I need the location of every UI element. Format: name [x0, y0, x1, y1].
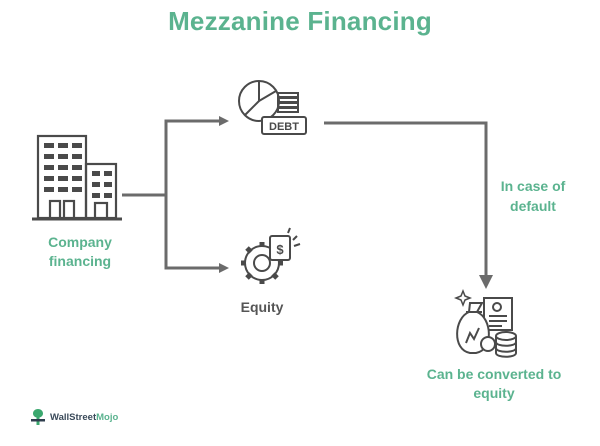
brand-name-part2: Mojo: [96, 411, 119, 423]
office-building-icon: [32, 134, 122, 221]
debt-badge: DEBT: [269, 121, 299, 133]
wallstreetmojo-logo-icon: [31, 409, 45, 425]
arrow-to-debt: [164, 116, 229, 195]
converted-label-line2: equity: [473, 385, 515, 401]
edge-label-line2: default: [510, 198, 556, 214]
connector-lines: [122, 116, 493, 289]
arrow-to-equity: [164, 195, 229, 273]
page-title: Mezzanine Financing: [168, 6, 432, 36]
dollar-sign-icon: $: [276, 242, 284, 257]
equity-label: Equity: [240, 299, 284, 315]
money-bag-document-icon: [453, 288, 517, 358]
edge-label-line1: In case of: [501, 178, 566, 194]
arrow-debt-to-equity-conversion: [324, 121, 493, 289]
converted-label: Can be converted to equity: [408, 365, 580, 403]
company-financing-label: Company financing: [10, 233, 150, 271]
brand-name-part1: WallStreet: [50, 411, 97, 423]
company-label-line2: financing: [48, 253, 112, 269]
debt-chart-icon: [238, 80, 307, 135]
converted-label-line1: Can be converted to: [426, 366, 562, 382]
company-label-line1: Company: [48, 234, 112, 250]
equity-gear-icon: [241, 227, 301, 284]
